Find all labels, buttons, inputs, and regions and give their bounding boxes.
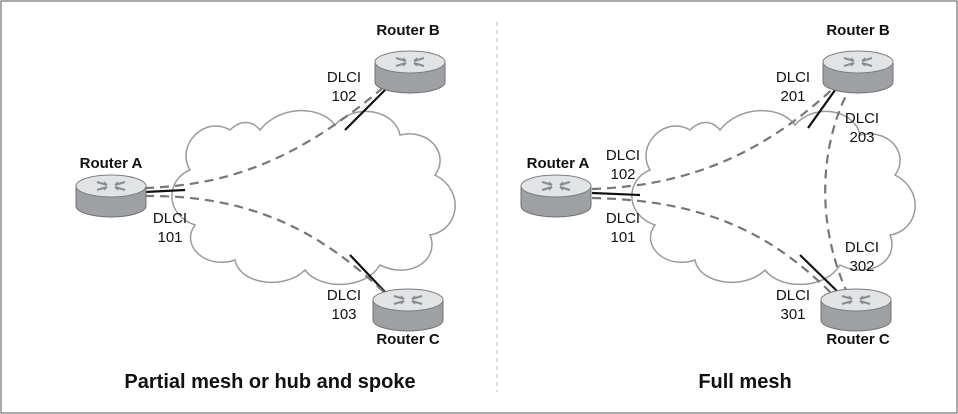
diagram-caption: Full mesh bbox=[698, 371, 791, 393]
router-icon bbox=[520, 174, 592, 218]
router-icon bbox=[372, 288, 444, 332]
pvc-a-b bbox=[591, 79, 843, 191]
dlci-number: 302 bbox=[849, 258, 874, 275]
dlci-label: DLCI bbox=[606, 210, 640, 227]
link-c-access bbox=[349, 254, 386, 293]
partial-mesh-diagram: Router A Router B Router C DLCI 101 DLCI… bbox=[75, 22, 456, 393]
router-b-label: Router B bbox=[826, 22, 890, 39]
dlci-label: DLCI bbox=[845, 239, 879, 256]
pvc-b-c bbox=[824, 83, 853, 291]
link-c-access bbox=[799, 254, 839, 293]
link-a-access bbox=[591, 191, 641, 197]
cloud-icon bbox=[171, 109, 456, 286]
router-icon bbox=[820, 288, 892, 332]
router-icon bbox=[822, 50, 894, 94]
pvc-a-c bbox=[144, 194, 389, 297]
dlci-label: DLCI bbox=[776, 69, 810, 86]
router-a-label: Router A bbox=[527, 155, 590, 172]
link-b-access bbox=[807, 85, 839, 129]
router-c-label: Router C bbox=[376, 331, 440, 348]
dlci-label: DLCI bbox=[606, 147, 640, 164]
link-a-access bbox=[144, 188, 186, 194]
router-icon bbox=[374, 50, 446, 94]
dlci-number: 203 bbox=[849, 129, 874, 146]
link-b-access bbox=[344, 84, 391, 131]
router-c-label: Router C bbox=[826, 331, 890, 348]
router-icon bbox=[75, 174, 147, 218]
dlci-number: 101 bbox=[157, 229, 182, 246]
dlci-label: DLCI bbox=[327, 69, 361, 86]
dlci-label: DLCI bbox=[327, 287, 361, 304]
full-mesh-diagram: Router A Router B Router C DLCI 102 DLCI… bbox=[520, 22, 916, 393]
dlci-number: 102 bbox=[331, 88, 356, 105]
pvc-a-c bbox=[591, 196, 837, 299]
pvc-a-b bbox=[144, 79, 393, 190]
diagram-caption: Partial mesh or hub and spoke bbox=[124, 371, 415, 393]
router-b-label: Router B bbox=[376, 22, 440, 39]
dlci-number: 301 bbox=[780, 306, 805, 323]
router-a-label: Router A bbox=[80, 155, 143, 172]
dlci-label: DLCI bbox=[845, 110, 879, 127]
dlci-number: 201 bbox=[780, 88, 805, 105]
dlci-label: DLCI bbox=[153, 210, 187, 227]
dlci-number: 102 bbox=[610, 166, 635, 183]
dlci-label: DLCI bbox=[776, 287, 810, 304]
dlci-number: 103 bbox=[331, 306, 356, 323]
dlci-number: 101 bbox=[610, 229, 635, 246]
